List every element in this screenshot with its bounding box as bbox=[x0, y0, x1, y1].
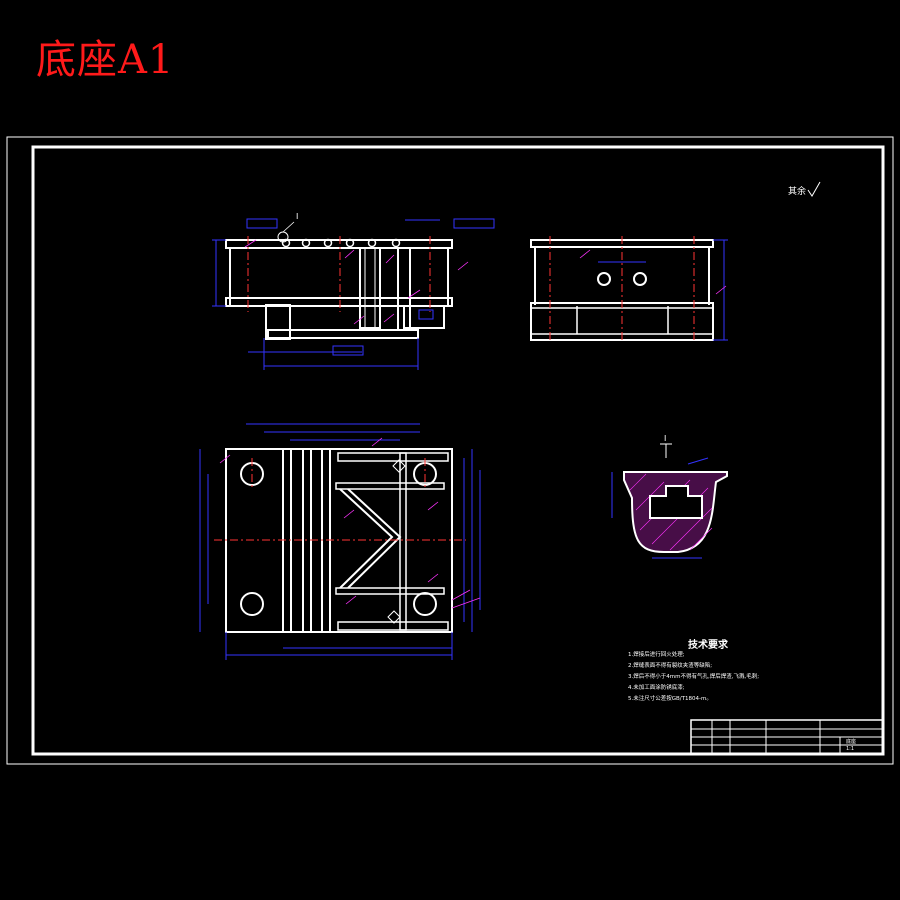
title-block-scale: 1:1 bbox=[846, 746, 855, 752]
detail-section-view bbox=[611, 443, 728, 559]
tech-requirement-item: 5.未注尺寸公差按GB/T1804-m。 bbox=[628, 696, 712, 702]
surface-finish-note: 其余 bbox=[788, 187, 807, 197]
plan-view bbox=[199, 423, 481, 660]
title-block bbox=[690, 719, 884, 755]
sheet-inner-border bbox=[31, 145, 885, 756]
title-block-part-name: 底座 bbox=[846, 739, 857, 745]
sheet-title: 底座A1 bbox=[36, 37, 175, 83]
tech-requirement-item: 2.焊缝表面不得有裂纹夹渣等缺陷; bbox=[628, 663, 713, 669]
tech-requirement-item: 1.焊接后进行回火处理; bbox=[628, 652, 685, 658]
detail-label: I bbox=[664, 434, 667, 443]
sheet-outer-border bbox=[6, 136, 894, 765]
side-view bbox=[530, 236, 728, 342]
front-view-holes bbox=[281, 238, 401, 248]
tech-requirement-item: 4.未加工面涂防锈底漆; bbox=[628, 685, 685, 691]
detail-callout-label: I bbox=[296, 212, 299, 221]
tech-requirement-item: 3.焊后不得小于4mm不得有气孔,焊后焊渣,飞溅,毛刺; bbox=[628, 674, 760, 680]
tech-requirements-list: 1.焊接后进行回火处理; 2.焊缝表面不得有裂纹夹渣等缺陷; 3.焊后不得小于4… bbox=[628, 650, 759, 705]
front-view bbox=[212, 218, 495, 370]
tech-requirements-title: 技术要求 bbox=[688, 640, 728, 651]
